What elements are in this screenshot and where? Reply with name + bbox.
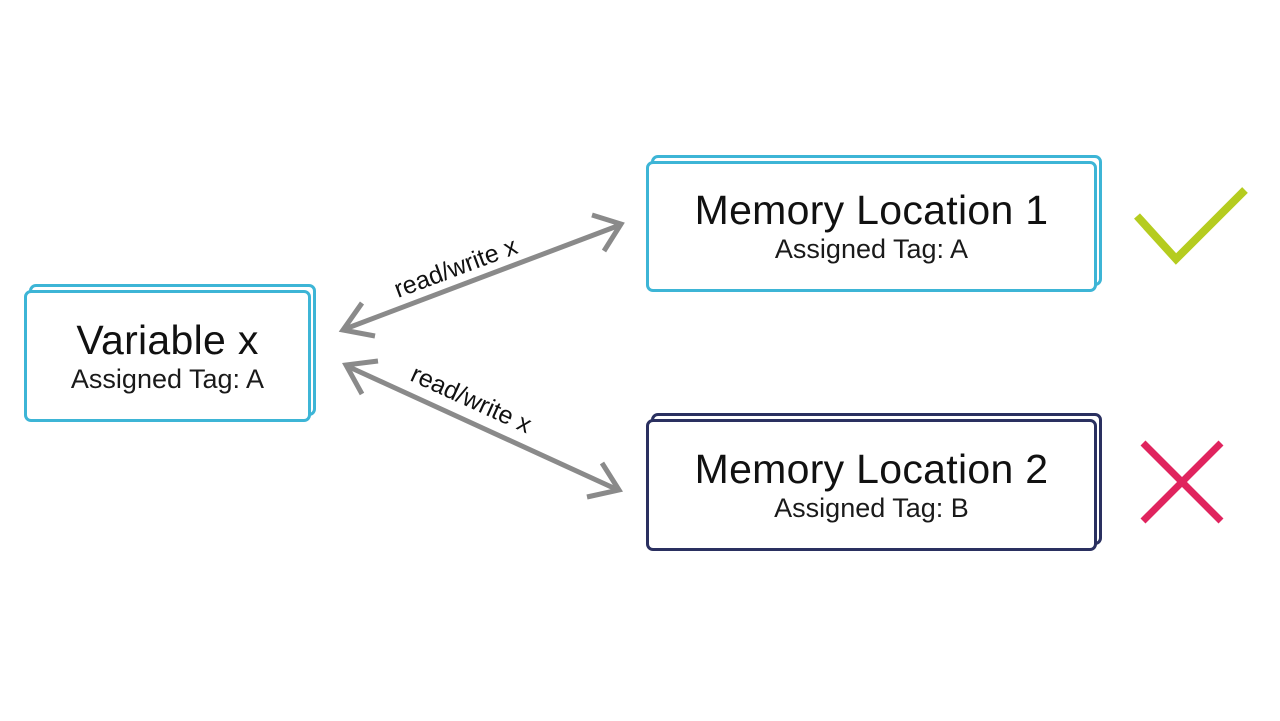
arrowhead-left-icon (342, 358, 379, 396)
memory-location-2-node: Memory Location 2 Assigned Tag: B (646, 413, 1102, 551)
memory-location-1-node: Memory Location 1 Assigned Tag: A (646, 155, 1102, 292)
edge-variable-memory2-line (345, 363, 620, 493)
variable-x-node-box: Variable x Assigned Tag: A (24, 290, 311, 422)
variable-x-tag: Assigned Tag: A (70, 363, 265, 394)
arrowhead-right-icon (586, 461, 624, 500)
check-mark-icon (1134, 187, 1248, 265)
cross-mark-icon (1140, 440, 1224, 524)
arrowhead-right-icon (591, 212, 625, 253)
arrowhead-left-icon (338, 301, 376, 339)
variable-x-node: Variable x Assigned Tag: A (24, 284, 316, 422)
variable-x-title: Variable x (76, 316, 259, 363)
memory-location-2-title: Memory Location 2 (694, 445, 1049, 492)
memory-location-2-node-box: Memory Location 2 Assigned Tag: B (646, 419, 1097, 551)
memory-location-1-node-box: Memory Location 1 Assigned Tag: A (646, 161, 1097, 292)
edge-variable-memory1 (338, 212, 625, 339)
memory-location-1-title: Memory Location 1 (694, 187, 1049, 233)
memory-location-1-tag: Assigned Tag: A (774, 234, 969, 264)
edge-variable-memory2 (342, 358, 624, 500)
edge-variable-memory1-line (344, 222, 621, 332)
memory-location-2-tag: Assigned Tag: B (774, 492, 969, 523)
